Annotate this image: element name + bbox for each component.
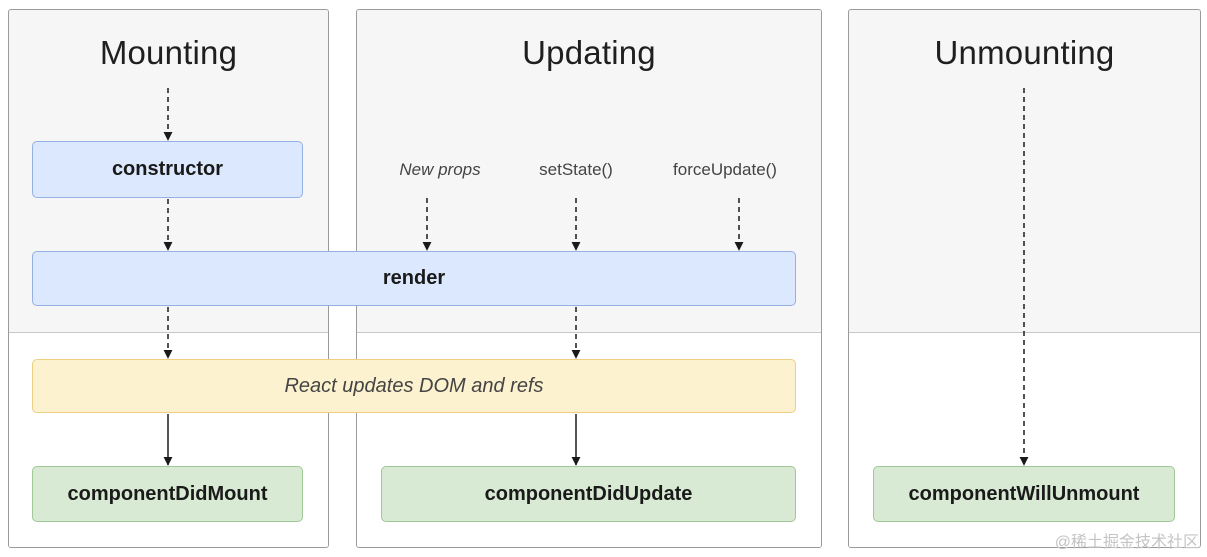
trigger-new-props: New props bbox=[399, 160, 481, 179]
trigger-force-update: forceUpdate() bbox=[673, 160, 777, 179]
unmounting-title: Unmounting bbox=[934, 34, 1115, 71]
component-will-unmount-box: componentWillUnmount bbox=[873, 466, 1175, 522]
component-did-update-box: componentDidUpdate bbox=[381, 466, 796, 522]
trigger-set-state: setState() bbox=[539, 160, 613, 179]
watermark: @稀土掘金技术社区 bbox=[1054, 534, 1199, 551]
mounting-title: Mounting bbox=[99, 34, 238, 71]
component-did-mount-box: componentDidMount bbox=[32, 466, 303, 522]
constructor-box: constructor bbox=[32, 141, 303, 198]
updating-title: Updating bbox=[522, 34, 656, 71]
render-box: render bbox=[32, 251, 796, 306]
react-updates-dom-box: React updates DOM and refs bbox=[32, 359, 796, 413]
